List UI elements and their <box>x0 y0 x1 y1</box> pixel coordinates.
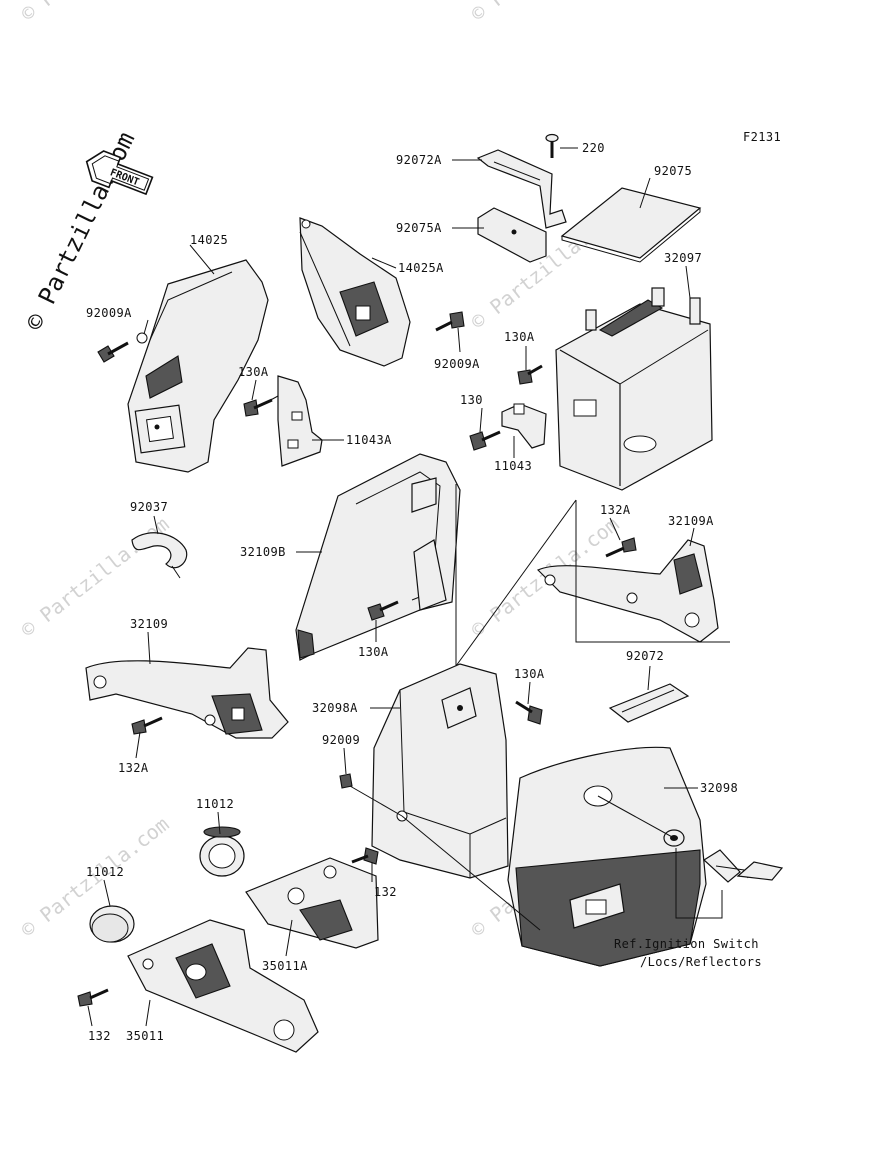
bolt-92009 <box>339 773 353 789</box>
label-14025A: 14025A <box>398 261 444 275</box>
backrest-frame-32109B <box>295 453 461 661</box>
clip-92037 <box>131 532 188 579</box>
label-92072A: 92072A <box>396 153 442 167</box>
bolt-132-left <box>77 988 109 1007</box>
label-130A-left: 130A <box>238 365 269 379</box>
bracket-32109A <box>536 539 719 643</box>
label-130A-center: 130A <box>358 645 389 659</box>
bolt-92009A-left <box>97 341 129 363</box>
label-14025: 14025 <box>190 233 228 247</box>
pad-92075A <box>477 207 547 263</box>
bolt-132-right <box>351 847 379 865</box>
bolt-92009A-right <box>435 311 465 332</box>
bolt-130 <box>469 430 501 451</box>
bolt-130A-left <box>243 398 273 417</box>
label-92009A-right: 92009A <box>434 357 480 371</box>
label-92009: 92009 <box>322 733 360 747</box>
watermark-vertical: © Partzilla.com <box>20 128 140 335</box>
label-92072: 92072 <box>626 649 664 663</box>
label-11012-lower: 11012 <box>86 865 124 879</box>
label-32109A: 32109A <box>668 514 714 528</box>
front-direction-arrow: FRONT <box>85 150 154 196</box>
label-132A-right: 132A <box>600 503 631 517</box>
side-cover-14025 <box>127 259 269 473</box>
label-32109: 32109 <box>130 617 168 631</box>
label-11012-upper: 11012 <box>196 797 234 811</box>
label-130A-right: 130A <box>514 667 545 681</box>
bolt-130A-center <box>367 600 399 621</box>
label-32098A: 32098A <box>312 701 358 715</box>
callout-labels: 14025 92009A 14025A 92009A 92072A 220 92… <box>86 141 738 1043</box>
bracket-92072A <box>476 149 567 229</box>
figure-code: F2131 <box>743 130 781 144</box>
bolt-220 <box>545 133 559 158</box>
label-32109B: 32109B <box>240 545 286 559</box>
watermark: © Partzilla.com <box>466 0 623 26</box>
label-92009A-left: 92009A <box>86 306 132 320</box>
watermark: © Partzilla.com <box>16 0 173 26</box>
label-35011A: 35011A <box>262 959 308 973</box>
label-92075A: 92075A <box>396 221 442 235</box>
label-132-left: 132 <box>88 1029 111 1043</box>
bolt-130A-right <box>515 700 543 725</box>
label-11043A: 11043A <box>346 433 392 447</box>
label-130A-upper: 130A <box>504 330 535 344</box>
battery-case-32097 <box>555 287 713 491</box>
bolt-132A-right <box>605 537 637 558</box>
label-32098: 32098 <box>700 781 738 795</box>
label-92037: 92037 <box>130 500 168 514</box>
label-35011: 35011 <box>126 1029 164 1043</box>
grommet-11012-upper <box>199 826 245 877</box>
pad-92075 <box>560 187 702 263</box>
bracket-11043 <box>501 403 547 449</box>
leader-lines <box>87 147 698 1027</box>
side-cover-14025A <box>299 217 411 367</box>
label-220: 220 <box>582 141 605 155</box>
bolt-130A-upper <box>517 364 543 385</box>
strap-92072 <box>608 683 690 723</box>
label-32097: 32097 <box>664 251 702 265</box>
ref-note-line2: /Locs/Reflectors <box>640 955 762 969</box>
trunk-lid-32098 <box>507 746 707 967</box>
reference-note: Ref.Ignition Switch /Locs/Reflectors <box>614 937 762 969</box>
reference-frame-lines <box>255 395 730 931</box>
label-11043: 11043 <box>494 459 532 473</box>
label-130: 130 <box>460 393 483 407</box>
bolt-132A-left <box>131 716 163 735</box>
bracket-35011A <box>245 857 379 949</box>
ref-note-line1: Ref.Ignition Switch <box>614 937 759 951</box>
trunk-inner-32098A <box>371 663 509 879</box>
label-132-right: 132 <box>374 885 397 899</box>
cap-11012-lower <box>89 905 135 943</box>
bracket-32109 <box>85 647 289 739</box>
bracket-11043A <box>277 375 323 467</box>
bracket-35011 <box>127 919 319 1053</box>
label-92075: 92075 <box>654 164 692 178</box>
label-132A-left: 132A <box>118 761 149 775</box>
